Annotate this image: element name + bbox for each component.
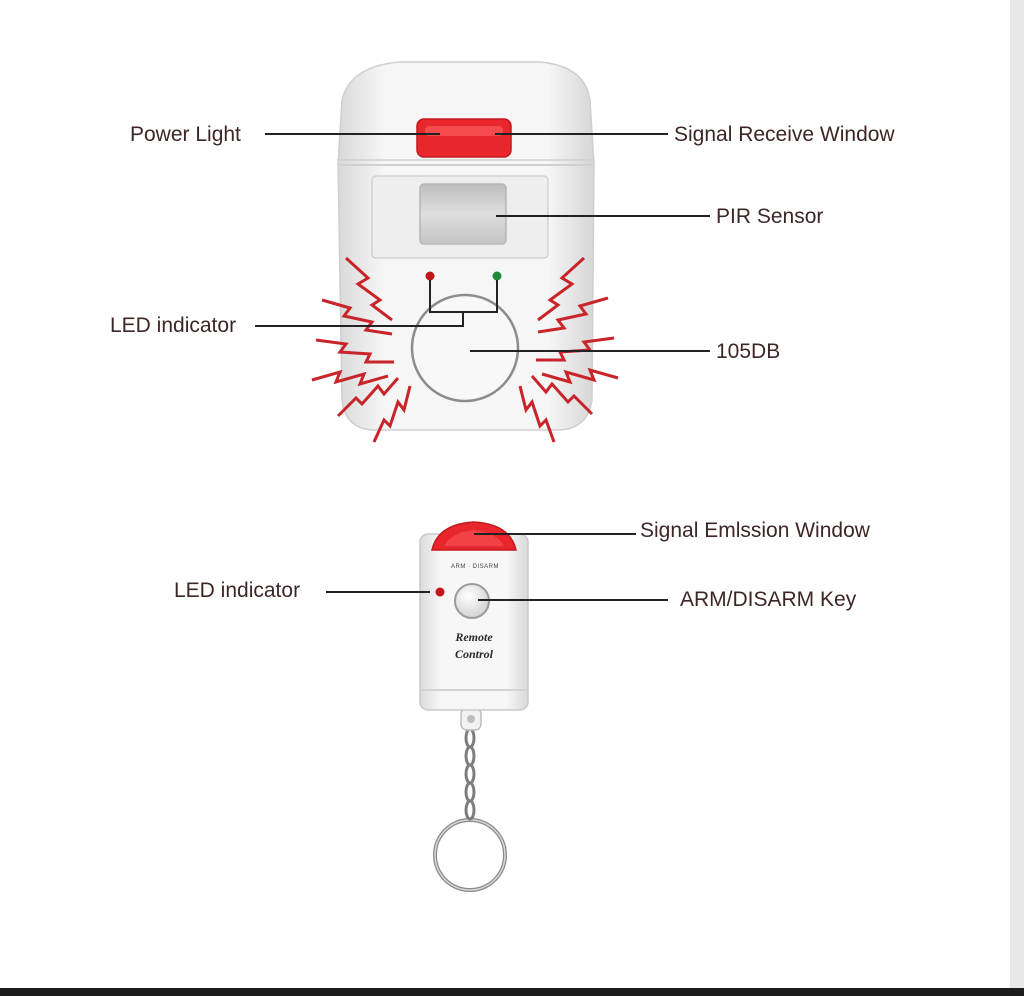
label-pir-sensor: PIR Sensor xyxy=(716,205,824,228)
sound-wave-right-5 xyxy=(530,375,594,416)
sound-wave-left-6 xyxy=(372,385,412,443)
label-power-light: Power Light xyxy=(130,123,241,146)
remote-callouts xyxy=(326,533,668,601)
window-side-edge xyxy=(1010,0,1024,996)
sound-wave-right-6 xyxy=(518,385,556,443)
signal-emission-window xyxy=(431,521,517,551)
remote-top-markings: ARM · DISARM xyxy=(451,564,499,570)
sound-wave-left-4 xyxy=(311,369,389,387)
label-arm-disarm-key: ARM/DISARM Key xyxy=(680,588,857,611)
window-bottom-edge xyxy=(0,988,1024,996)
sound-wave-right-1 xyxy=(537,256,586,322)
sensor-green-led xyxy=(492,271,502,281)
label-105db: 105DB xyxy=(716,340,781,363)
motion-sensor-device xyxy=(337,61,595,431)
keychain-chain xyxy=(464,727,476,821)
sound-wave-right-4 xyxy=(541,367,619,385)
sound-wave-left-1 xyxy=(344,256,393,322)
speaker-grille xyxy=(410,293,520,403)
label-led-indicator-remote: LED indicator xyxy=(174,579,301,602)
callout-led-stem xyxy=(255,312,464,327)
pir-sensor-window xyxy=(419,183,507,245)
sound-wave-right-2 xyxy=(537,296,609,334)
remote-body xyxy=(419,533,529,711)
sound-wave-left-2 xyxy=(321,298,393,336)
sensor-top-cap xyxy=(337,61,595,166)
sound-wave-left-5 xyxy=(336,377,400,418)
label-signal-emission-window: Signal Emlssion Window xyxy=(640,519,870,542)
sound-wave-left-3 xyxy=(315,338,394,364)
sound-waves xyxy=(311,256,619,443)
label-signal-receive-window: Signal Receive Window xyxy=(674,123,895,146)
sensor-red-led xyxy=(425,271,435,281)
label-led-indicator-sensor: LED indicator xyxy=(110,314,237,337)
remote-control-device xyxy=(419,521,529,892)
remote-text-line1: Remote xyxy=(455,630,493,644)
remote-text-line2: Control xyxy=(454,647,493,661)
power-light-window xyxy=(416,118,512,158)
remote-led-indicator xyxy=(435,587,445,597)
window-highlight xyxy=(425,126,503,136)
sensor-callouts xyxy=(255,133,710,352)
